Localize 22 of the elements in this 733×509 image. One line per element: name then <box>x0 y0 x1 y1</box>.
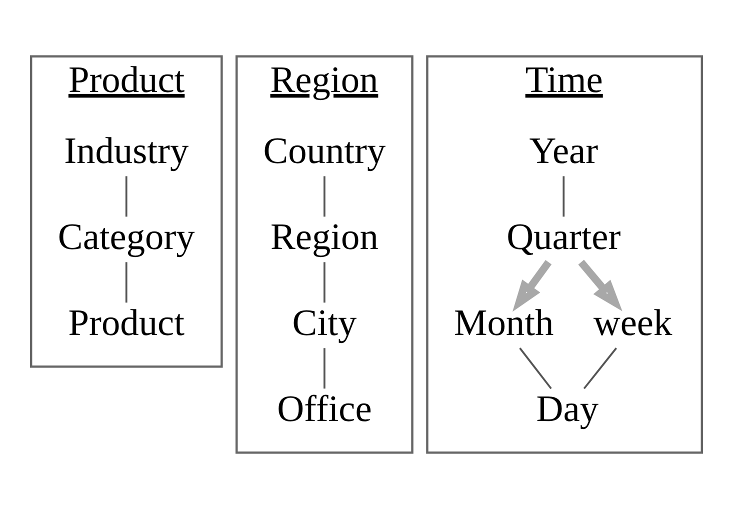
node-text: Country <box>263 130 386 172</box>
connector <box>324 262 326 303</box>
connector <box>583 348 618 390</box>
connector <box>125 176 128 217</box>
node-text: Office <box>277 388 372 430</box>
arrow <box>578 260 622 312</box>
node-text: Quarter <box>506 216 621 258</box>
arrow <box>512 260 552 312</box>
node-text: Industry <box>64 130 189 172</box>
node-text: Product <box>68 302 184 344</box>
node-text: Region <box>270 216 378 258</box>
node-text: Day <box>536 388 599 430</box>
connector <box>125 262 128 303</box>
node-text: Category <box>58 216 195 258</box>
node-text: Year <box>529 130 598 172</box>
node-text: Month <box>454 302 554 344</box>
connector <box>324 176 326 217</box>
node-text: week <box>593 302 672 344</box>
connector <box>519 348 552 390</box>
connector <box>562 176 565 217</box>
node-text: City <box>292 302 357 344</box>
connector <box>324 348 326 389</box>
